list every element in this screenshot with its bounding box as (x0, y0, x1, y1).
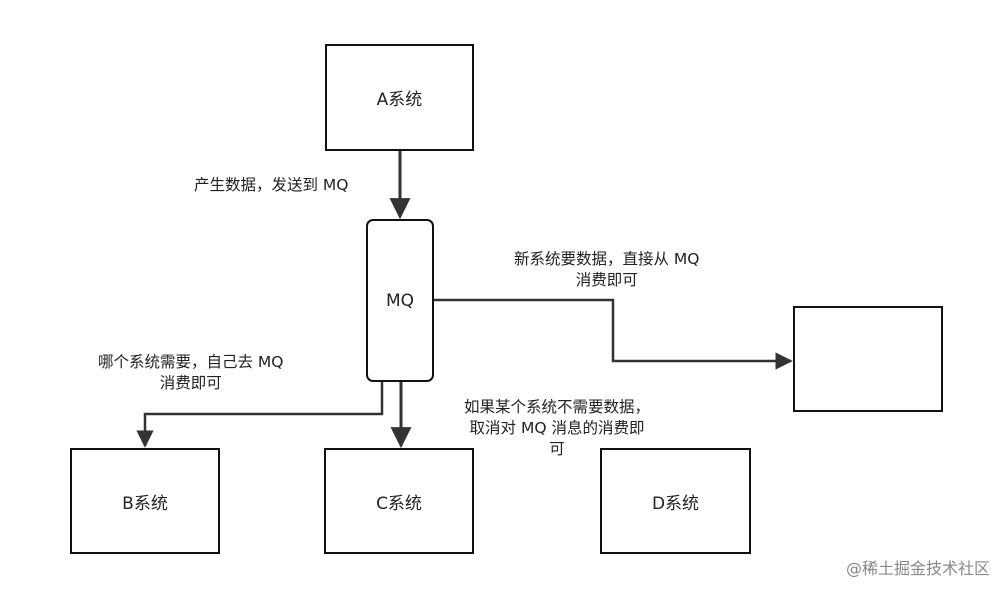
system-b-label: B系统 (122, 493, 168, 514)
system-d-box: D系统 (600, 448, 751, 554)
system-d-label: D系统 (651, 493, 700, 514)
label-unsubscribe-line-3: 可 (549, 440, 565, 458)
label-unsubscribe: 如果某个系统不需要数据， 取消对 MQ 消息的消费即 可 (464, 397, 650, 460)
label-which-system-line-2: 消费即可 (159, 374, 222, 392)
system-a-box: A系统 (325, 44, 474, 151)
watermark: @稀土掘金技术社区 (845, 559, 990, 578)
label-a-to-mq: 产生数据，发送到 MQ (194, 176, 349, 194)
label-new-system: 新系统要数据，直接从 MQ 消费即可 (514, 249, 700, 291)
new-system-box (793, 306, 943, 412)
arrow-mq-to-b (136, 382, 384, 448)
label-unsubscribe-line-2: 取消对 MQ 消息的消费即 (469, 419, 645, 437)
label-new-system-line-1: 新系统要数据，直接从 MQ (514, 250, 700, 268)
label-unsubscribe-line-1: 如果某个系统不需要数据， (464, 398, 651, 416)
system-a-label: A系统 (376, 90, 423, 110)
label-new-system-line-2: 消费即可 (575, 271, 638, 289)
arrow-mq-to-new-system (433, 298, 793, 370)
system-b-box: B系统 (70, 448, 220, 554)
mq-box: MQ (366, 219, 434, 382)
system-c-label: C系统 (376, 493, 422, 514)
mq-label: MQ (385, 290, 415, 311)
label-which-system-line-1: 哪个系统需要，自己去 MQ (98, 353, 284, 371)
label-which-system: 哪个系统需要，自己去 MQ 消费即可 (98, 352, 284, 394)
system-c-box: C系统 (324, 448, 474, 554)
